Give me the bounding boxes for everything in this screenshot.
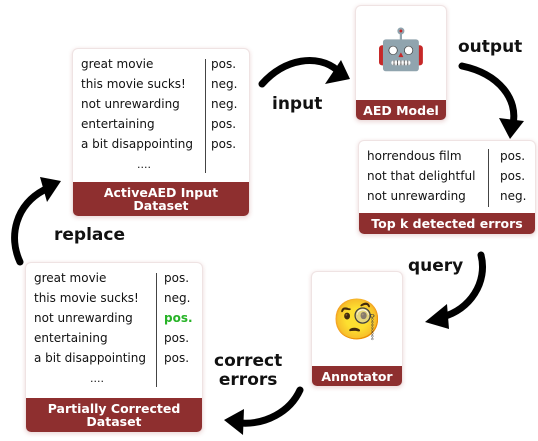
- row-text: great movie: [34, 271, 107, 285]
- table-row: this movie sucks!: [34, 291, 139, 305]
- replace-arrow: [11, 186, 48, 266]
- input-dataset-divider: [205, 59, 206, 173]
- input-dataset-card: great movie pos. this movie sucks! neg. …: [72, 48, 250, 217]
- row-text: not unrewarding: [34, 311, 133, 325]
- row-text: this movie sucks!: [81, 77, 186, 91]
- output-arrowhead: [499, 118, 524, 139]
- table-row: this movie sucks!: [81, 77, 186, 91]
- corrected-row-label: pos.: [164, 311, 193, 325]
- detected-errors-card: horrendous film pos. not that delightful…: [358, 140, 536, 235]
- row-text: not that delightful: [367, 169, 476, 183]
- row-label: pos.: [211, 117, 237, 131]
- corrected-dataset-rows: great movie pos. this movie sucks! neg. …: [34, 271, 198, 391]
- input-dataset-rows: great movie pos. this movie sucks! neg. …: [81, 57, 245, 177]
- row-label: neg.: [500, 189, 527, 203]
- query-arrowhead: [425, 304, 449, 329]
- row-text: not unrewarding: [367, 189, 466, 203]
- row-label: pos.: [164, 351, 190, 365]
- aed-model-caption: AED Model: [356, 100, 446, 120]
- row-text: great movie: [81, 57, 154, 71]
- table-row: not that delightful: [367, 169, 475, 183]
- detected-errors-caption: Top k detected errors: [359, 213, 535, 234]
- row-label: pos.: [211, 137, 237, 151]
- correct-errors-label: correct errors: [214, 351, 283, 390]
- input-dataset-caption: ActiveAED Input Dataset: [73, 182, 249, 216]
- table-row: entertaining: [34, 331, 108, 345]
- table-row: a bit disappointing: [34, 351, 146, 365]
- row-label: neg.: [211, 77, 238, 91]
- face-with-monocle-icon: 🧐: [332, 298, 382, 342]
- row-text: this movie sucks!: [34, 291, 139, 305]
- row-label: pos.: [164, 271, 190, 285]
- row-label: neg.: [211, 97, 238, 111]
- corrected-dataset-ellipsis: ....: [90, 372, 104, 385]
- query-label: query: [408, 256, 464, 276]
- annotator-card: 🧐 Annotator: [311, 271, 403, 387]
- input-arrow: [258, 57, 341, 88]
- detected-errors-rows: horrendous film pos. not that delightful…: [367, 149, 531, 211]
- row-label: pos.: [500, 169, 526, 183]
- row-label: pos.: [211, 57, 237, 71]
- row-text: entertaining: [34, 331, 108, 345]
- table-row: not unrewarding: [81, 97, 180, 111]
- output-arrow: [458, 62, 518, 128]
- output-label: output: [458, 37, 523, 57]
- row-label: pos.: [164, 331, 190, 345]
- input-dataset-ellipsis: ....: [137, 158, 151, 171]
- input-arrowhead: [325, 60, 350, 84]
- replace-arrowhead: [40, 177, 61, 202]
- row-text: horrendous film: [367, 149, 462, 163]
- corrected-dataset-divider: [156, 273, 157, 387]
- corrected-dataset-card: great movie pos. this movie sucks! neg. …: [25, 262, 203, 433]
- annotator-caption: Annotator: [312, 366, 402, 386]
- table-row: a bit disappointing: [81, 137, 193, 151]
- table-row: entertaining: [81, 117, 155, 131]
- correct-errors-arrowhead: [224, 409, 244, 435]
- query-arrow: [438, 251, 486, 321]
- row-text: not unrewarding: [81, 97, 180, 111]
- robot-icon: 🤖: [376, 28, 426, 72]
- aed-model-card: 🤖 AED Model: [355, 5, 447, 121]
- row-text: a bit disappointing: [81, 137, 193, 151]
- correct-errors-arrow: [236, 386, 304, 427]
- table-row: not unrewarding: [367, 189, 466, 203]
- detected-errors-divider: [488, 149, 489, 207]
- row-text: a bit disappointing: [34, 351, 146, 365]
- input-label: input: [272, 94, 323, 114]
- table-row: not unrewarding: [34, 311, 133, 325]
- table-row: horrendous film: [367, 149, 462, 163]
- row-label: pos.: [500, 149, 526, 163]
- replace-label: replace: [54, 225, 125, 245]
- row-text: entertaining: [81, 117, 155, 131]
- corrected-dataset-caption: Partially Corrected Dataset: [26, 398, 202, 432]
- table-row: great movie: [34, 271, 106, 285]
- row-label: neg.: [164, 291, 191, 305]
- table-row: great movie: [81, 57, 153, 71]
